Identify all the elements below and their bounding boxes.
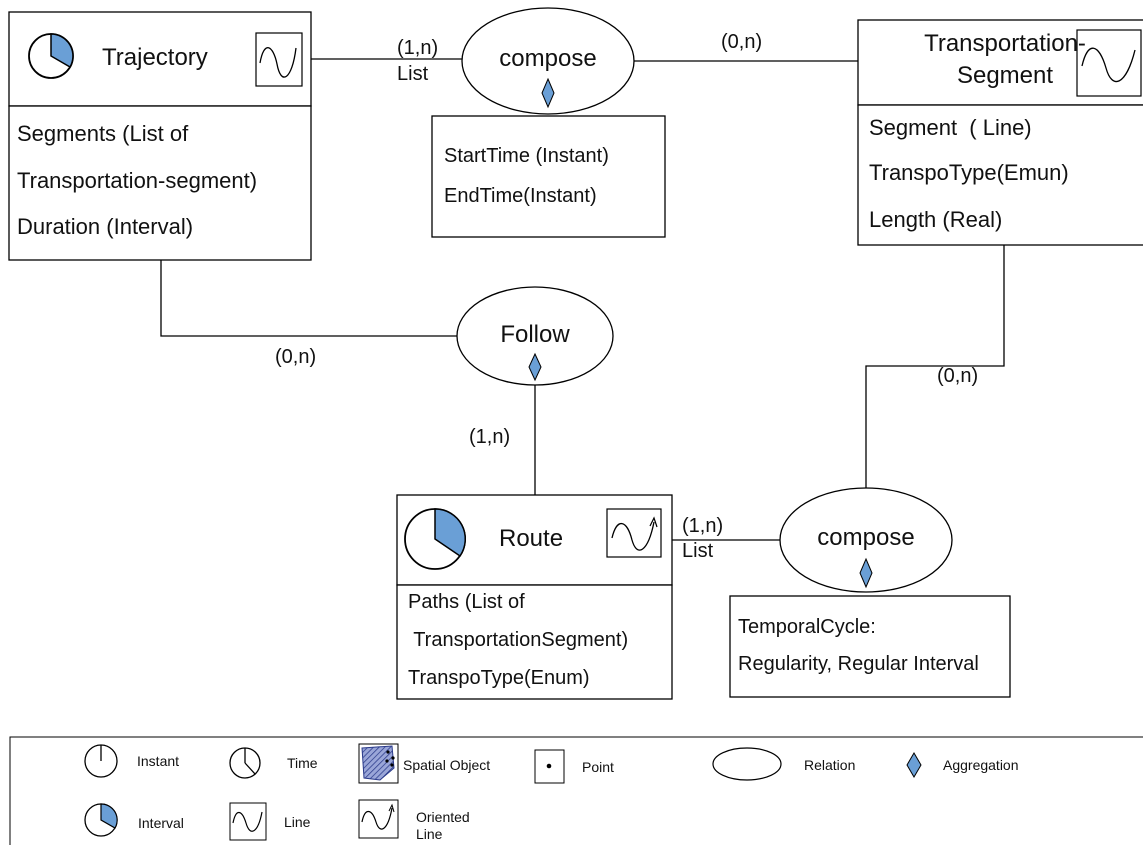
relation-ellipse: [456, 286, 614, 386]
cardinality-label: (1,n): [682, 515, 724, 537]
interval-icon: [28, 33, 74, 79]
legend-label-interval: Interval: [138, 815, 184, 831]
cardinality-label: (0,n): [275, 346, 317, 368]
entity-attribute: TransportationSegment): [408, 629, 629, 651]
legend-label-oriented-line-1: Oriented: [416, 809, 470, 825]
line-icon: [1076, 29, 1142, 97]
cardinality-label: (1,n): [397, 37, 439, 59]
aggregation-icon: [859, 557, 873, 589]
oriented-line-legend-icon: [358, 799, 399, 839]
legend-label-line: Line: [284, 814, 311, 830]
legend-label-spatial-object: Spatial Object: [403, 757, 491, 773]
entity-attribute: Transportation-segment): [17, 168, 258, 193]
aggregation-icon: [528, 352, 542, 382]
cardinality-label: (0,n): [937, 365, 979, 387]
instant-icon: [84, 744, 118, 778]
entity-title-transportation-segment-line1: Transportation-: [924, 30, 1086, 57]
entity-title-transportation-segment-line2: Segment: [956, 62, 1054, 89]
relation-compose-bottom: [729, 487, 1011, 698]
oriented-line-icon: [606, 508, 662, 558]
cardinality-label: (0,n): [721, 31, 763, 53]
relation-title-compose-bottom: compose: [817, 524, 915, 551]
entity-title-route: Route: [499, 525, 564, 552]
interval-legend-icon: [84, 803, 118, 837]
entity-attribute-box: [396, 584, 673, 700]
relation-compose-top: [431, 7, 666, 238]
legend-label-time: Time: [287, 755, 318, 771]
entity-title-trajectory: Trajectory: [102, 44, 208, 71]
relation-attribute: StartTime (Instant): [444, 145, 609, 167]
cardinality-label: (1,n): [469, 426, 511, 448]
relation-attribute: TemporalCycle:: [738, 616, 876, 638]
relation-title-follow: Follow: [500, 321, 570, 348]
legend-label-aggregation: Aggregation: [943, 757, 1019, 773]
entity-attribute: TranspoType(Enum): [408, 667, 590, 689]
relation-ellipse: [461, 7, 635, 115]
legend: [9, 736, 1143, 845]
cardinality-list-label: List: [682, 540, 714, 562]
entity-attribute-box: [857, 104, 1143, 246]
legend-label-point: Point: [582, 759, 614, 775]
legend-label-oriented-line-2: Line: [416, 826, 443, 842]
legend-label-instant: Instant: [137, 753, 180, 769]
connector-trajectory-follow: [160, 260, 457, 337]
interval-icon: [404, 508, 467, 570]
time-icon: [229, 747, 261, 779]
line-icon: [255, 32, 303, 87]
connectors: [160, 58, 1005, 541]
legend-label-relation: Relation: [804, 757, 856, 773]
relation-legend-icon: [712, 747, 782, 781]
entity-attribute: Duration (Interval): [17, 214, 194, 239]
relation-ellipse: [779, 487, 953, 593]
entity-attribute: Paths (List of: [408, 591, 525, 613]
relation-attribute: EndTime(Instant): [444, 185, 597, 207]
relation-follow: [456, 286, 614, 386]
aggregation-icon: [541, 77, 555, 109]
entity-attribute: Segment ( Line): [869, 115, 1032, 140]
aggregation-legend-icon: [906, 752, 922, 778]
entity-attribute: Segments (List of: [17, 121, 189, 146]
legend-box: [9, 736, 1143, 845]
relation-attribute-box: [431, 115, 666, 238]
entity-attribute: Length (Real): [869, 207, 1003, 232]
line-legend-icon: [229, 802, 267, 841]
entity-transportation-segment: [857, 19, 1143, 246]
relation-title-compose-top: compose: [499, 45, 597, 72]
entity-trajectory: [8, 11, 312, 261]
entity-attribute-box: [8, 105, 312, 261]
relation-attribute: Regularity, Regular Interval: [738, 653, 979, 675]
cardinality-list-label: List: [397, 63, 429, 85]
entity-route: [396, 494, 673, 700]
connector-segment-compose: [865, 245, 1005, 488]
entity-attribute: TranspoType(Emun): [869, 160, 1069, 185]
point-icon: [534, 749, 565, 784]
spatial-object-icon: [358, 743, 399, 784]
relation-attribute-box: [729, 595, 1011, 698]
